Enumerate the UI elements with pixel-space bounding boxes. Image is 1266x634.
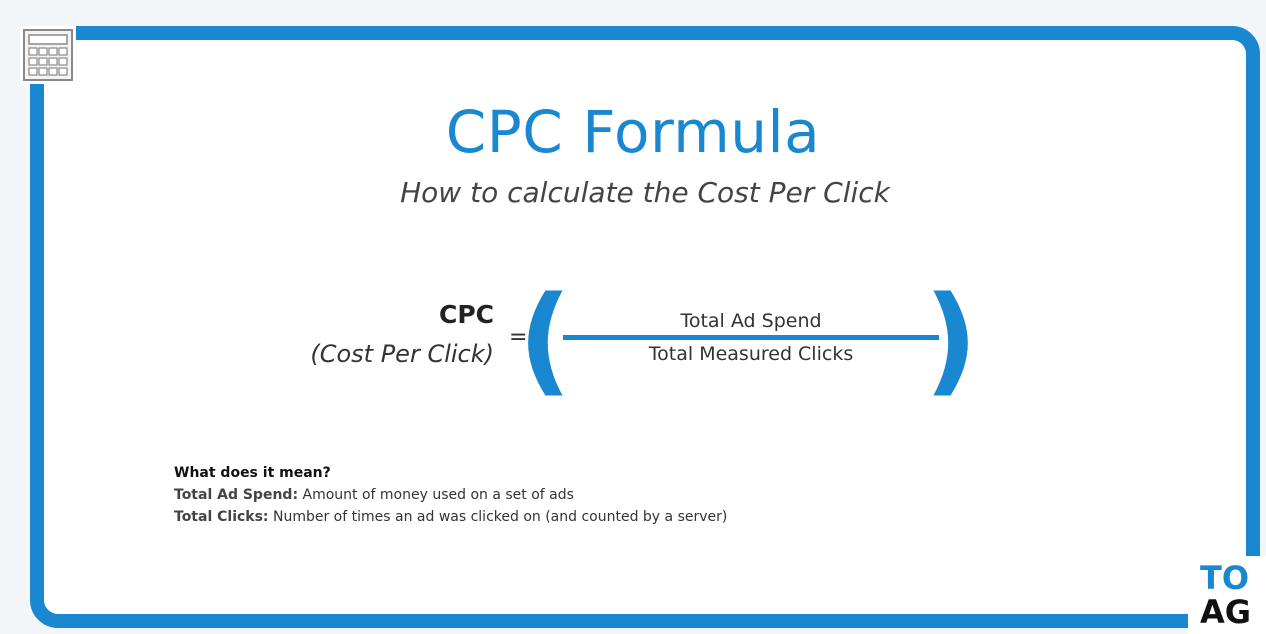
logo-line-2: AG xyxy=(1200,593,1252,631)
formula-left-label: CPC xyxy=(438,300,494,329)
meaning-section: What does it mean? Total Ad Spend: Amoun… xyxy=(174,462,727,528)
open-parenthesis: ( xyxy=(518,270,572,408)
brand-logo: TO AG xyxy=(1188,556,1266,634)
meaning-term: Total Clicks: xyxy=(174,509,269,525)
meaning-desc: Amount of money used on a set of ads xyxy=(298,487,574,503)
logo-line-1: TO xyxy=(1200,559,1250,597)
meaning-item: Total Ad Spend: Amount of money used on … xyxy=(174,484,727,506)
page-subtitle: How to calculate the Cost Per Click xyxy=(400,176,890,209)
meaning-item: Total Clicks: Number of times an ad was … xyxy=(174,506,727,528)
formula-denominator: Total Measured Clicks xyxy=(648,343,854,365)
calculator-icon xyxy=(20,26,76,84)
meaning-desc: Number of times an ad was clicked on (an… xyxy=(268,509,728,525)
formula-left-sublabel: (Cost Per Click) xyxy=(310,340,494,368)
formula-numerator: Total Ad Spend xyxy=(680,310,822,332)
formula-card xyxy=(30,26,1260,628)
page-title: CPC Formula xyxy=(445,98,821,166)
close-parenthesis: ) xyxy=(924,270,978,408)
meaning-term: Total Ad Spend: xyxy=(174,487,299,503)
meaning-heading: What does it mean? xyxy=(174,465,331,481)
fraction-bar xyxy=(563,335,939,340)
equals-sign: = xyxy=(509,325,528,350)
